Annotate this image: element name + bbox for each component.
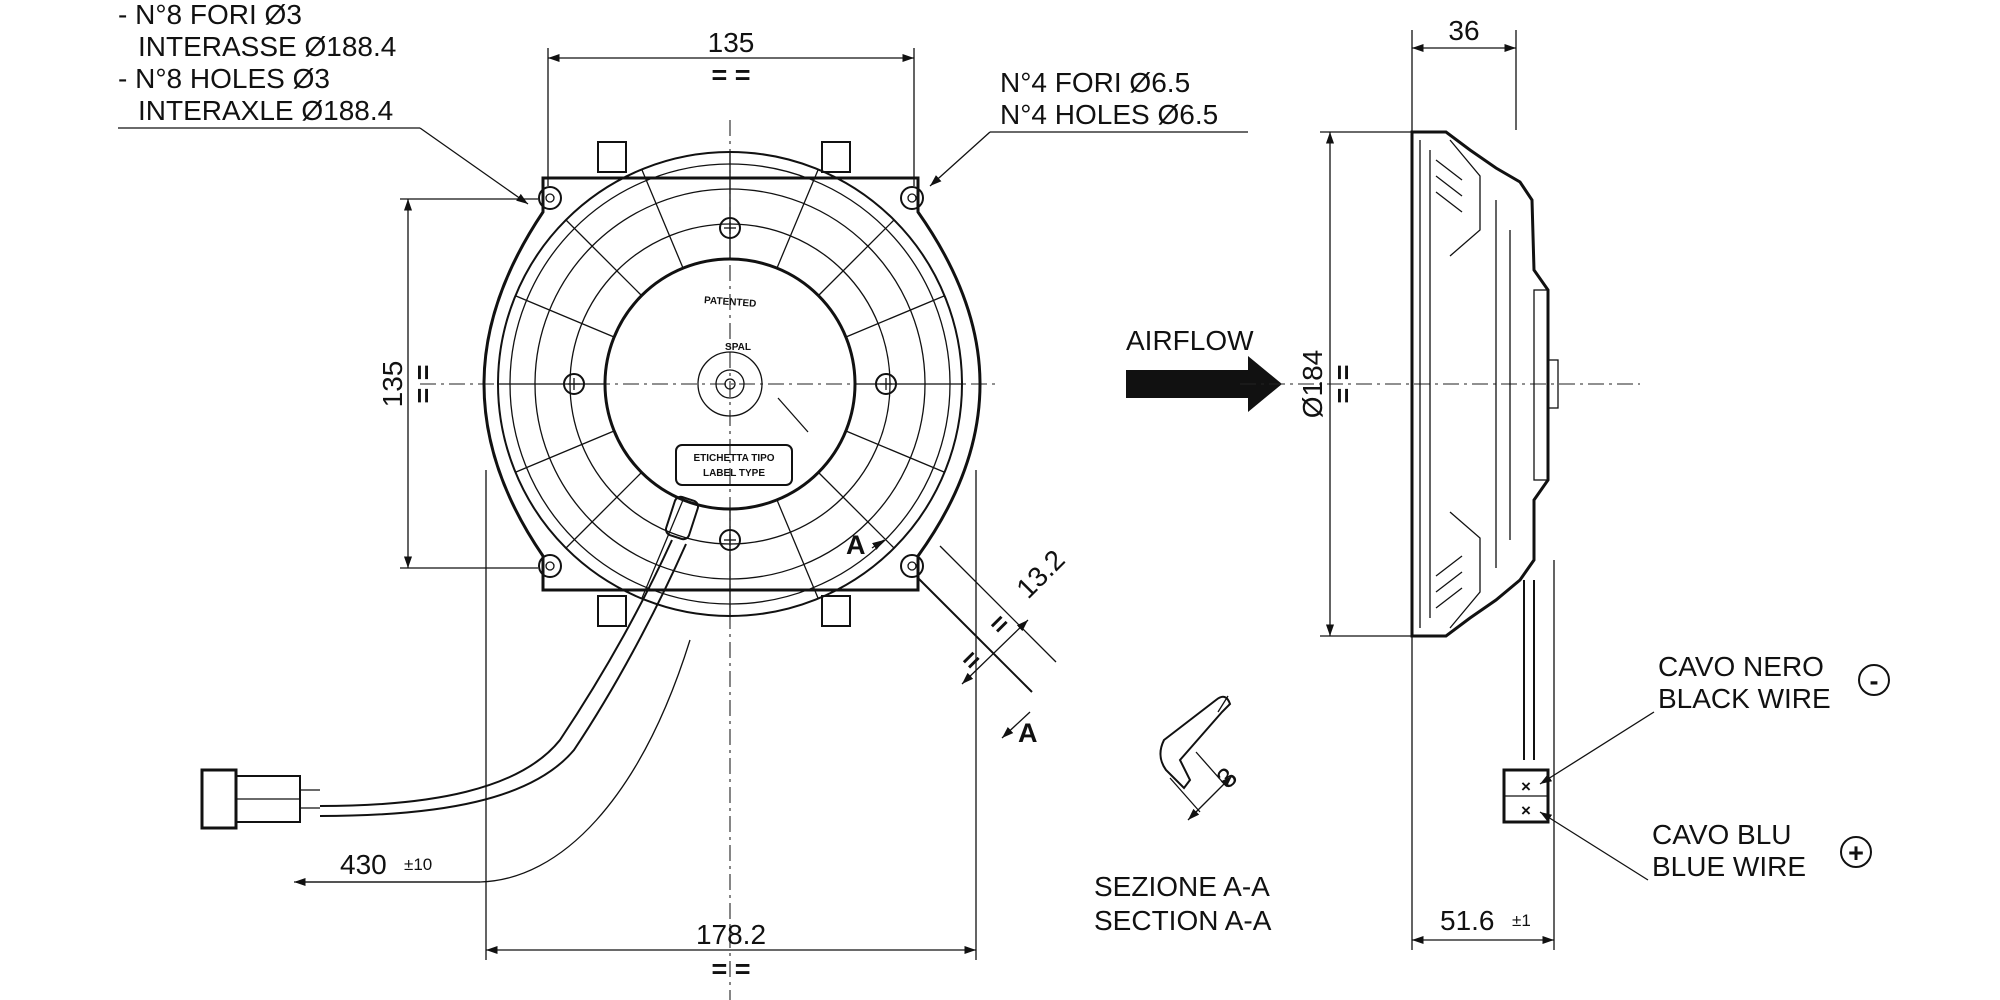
section-mark-bottom: A [1018, 718, 1038, 748]
fan-shroud [482, 176, 982, 592]
dim-bottom-equal: = = [711, 954, 750, 984]
section-mark-top: A [846, 530, 866, 560]
dim-bottom-value: 178.2 [696, 919, 766, 950]
cable-line-1 [319, 539, 673, 807]
section-title-en: SECTION A-A [1094, 905, 1272, 936]
dim-depth-bottom-value: 51.6 [1440, 905, 1495, 936]
dim-bottom-178: 178.2 = = [485, 470, 977, 984]
hub-center [724, 378, 736, 390]
dim-diameter-equal: = = [1328, 364, 1358, 403]
dim-depth-top-value: 36 [1448, 15, 1479, 46]
label-type-line2: LABEL TYPE [703, 468, 765, 479]
dim-depth-36: 36 [1412, 15, 1516, 53]
blue-wire-en: BLUE WIRE [1652, 851, 1806, 882]
dim-top-135: 135 = = [547, 27, 915, 186]
dim-depth-bottom-tolerance: ±1 [1512, 911, 1531, 930]
callout-large-holes: N°4 FORI Ø6.5 N°4 HOLES Ø6.5 [929, 67, 1248, 187]
wire-callouts: CAVO NERO BLACK WIRE - CAVO BLU BLUE WIR… [1539, 651, 1890, 882]
airflow-indicator: AIRFLOW [1126, 325, 1282, 412]
cable-line-2 [319, 543, 687, 817]
cable-grommet [664, 495, 700, 541]
connector-front [200, 768, 320, 830]
guard-spokes [498, 152, 962, 616]
black-wire-en: BLACK WIRE [1658, 683, 1831, 714]
svg-text:×: × [1521, 801, 1531, 820]
label-leader [777, 397, 809, 433]
label-type-line1: ETICHETTA TIPO [693, 453, 774, 464]
plus-icon [1840, 836, 1872, 868]
section-title-it: SEZIONE A-A [1094, 871, 1270, 902]
brand-logo-text: SPAL [725, 342, 751, 353]
blue-polarity: + [1848, 838, 1864, 868]
label-type-box [675, 444, 793, 486]
dim-cable-430: 430 ±10 [294, 639, 691, 887]
section-profile [1159, 695, 1232, 790]
mounting-tabs [597, 141, 851, 627]
side-view: Ø184 = = 36 × × 51.6 ±1 CAVO NERO BLACK … [1240, 15, 1890, 950]
svg-text:×: × [1521, 777, 1531, 796]
callout-holes-large: N°4 HOLES Ø6.5 [1000, 99, 1218, 130]
airflow-label: AIRFLOW [1126, 325, 1254, 356]
black-wire-it: CAVO NERO [1658, 651, 1824, 682]
dim-cable-tolerance: ±10 [404, 855, 432, 874]
dim-diameter-value: Ø184 [1297, 350, 1328, 419]
side-connector: × × [1502, 768, 1550, 824]
dim-thickness-value: 3 [1210, 761, 1243, 794]
motor-screws [563, 217, 897, 551]
dim-left-equal: = = [408, 364, 438, 403]
dim-left-135: 135 = = [377, 198, 538, 569]
dim-diameter: Ø184 = = [1297, 131, 1412, 637]
dim-top-value: 135 [708, 27, 755, 58]
callout-holes-small-1: - N°8 HOLES Ø3 [118, 63, 330, 94]
callout-fori-large: N°4 FORI Ø6.5 [1000, 67, 1190, 98]
dim-cable-value: 430 [340, 849, 387, 880]
dim-offset-equal-2: = [955, 644, 987, 676]
callout-holes-small-2: INTERAXLE Ø188.4 [138, 95, 393, 126]
section-cut-and-offset: A 13.2 = = A [846, 530, 1071, 748]
patented-text: PATENTED [704, 295, 757, 310]
hub-middle [715, 369, 745, 399]
minus-icon [1858, 664, 1890, 696]
black-polarity: - [1870, 666, 1879, 696]
section-detail: 3 SEZIONE A-A SECTION A-A [1094, 695, 1272, 936]
side-fins [1419, 139, 1559, 629]
side-fin-hatching [1435, 159, 1463, 609]
callout-small-holes: - N°8 FORI Ø3 INTERASSE Ø188.4 - N°8 HOL… [118, 0, 529, 205]
callout-fori-small-1: - N°8 FORI Ø3 [118, 0, 302, 30]
hub-outer [697, 351, 763, 417]
front-view: PATENTED SPAL ETICHETTA TIPO LABEL TYPE … [118, 0, 1248, 1000]
airflow-arrow-icon [1126, 356, 1282, 412]
dim-offset-value: 13.2 [1010, 544, 1070, 604]
dim-depth-51: 51.6 ±1 [1412, 905, 1554, 945]
dim-offset-equal-1: = [983, 608, 1015, 640]
blue-wire-it: CAVO BLU [1652, 819, 1792, 850]
mounting-holes-large [538, 186, 924, 578]
dim-top-equal: = = [711, 60, 750, 90]
callout-fori-small-2: INTERASSE Ø188.4 [138, 31, 396, 62]
dim-left-value: 135 [377, 361, 408, 408]
